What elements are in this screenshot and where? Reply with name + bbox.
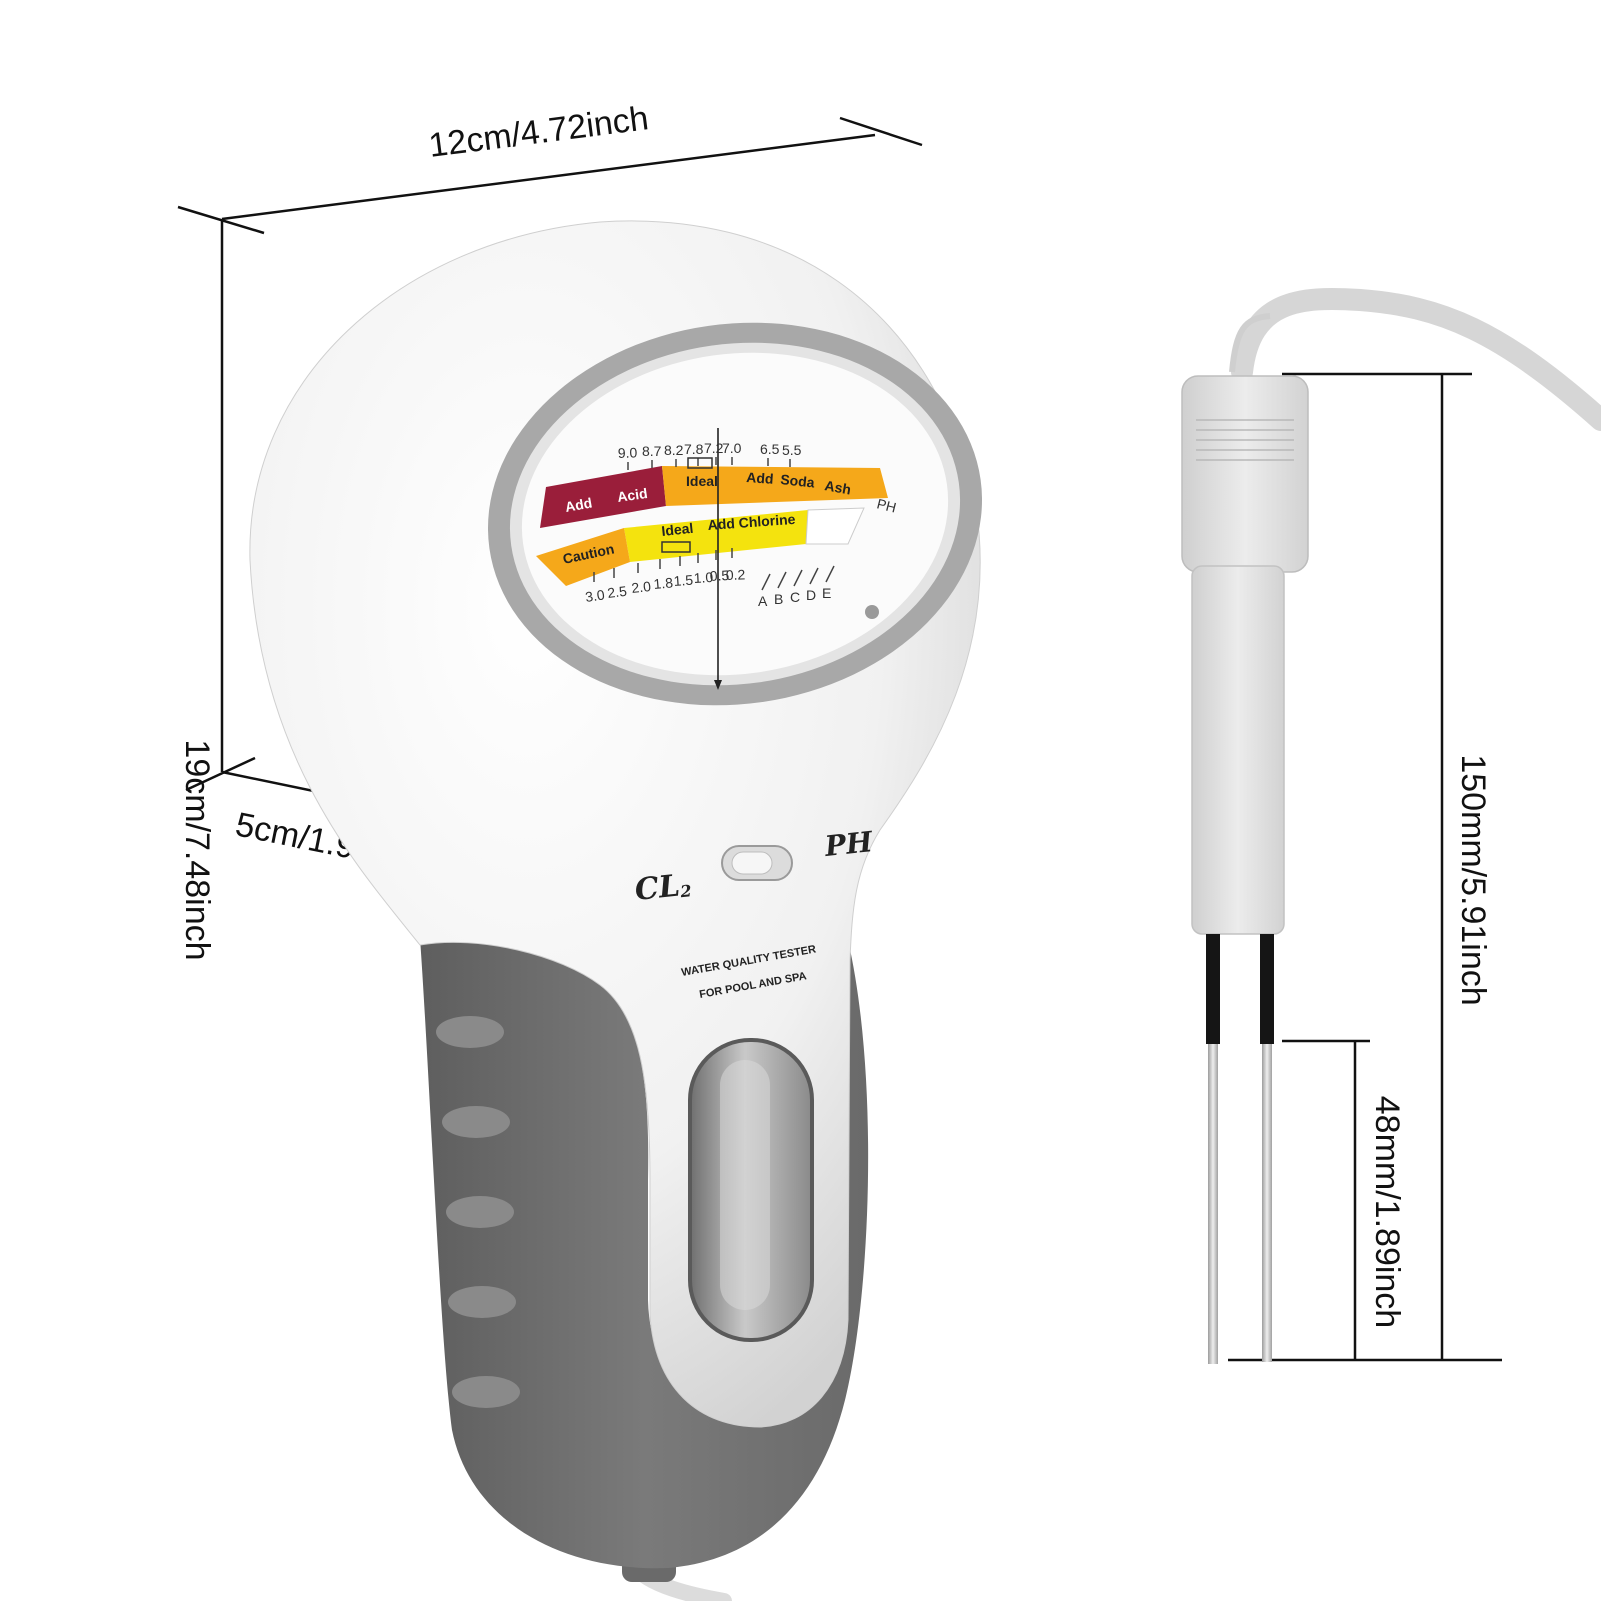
probe-shaft: [1191, 565, 1285, 935]
abc-letter: C: [790, 589, 800, 605]
ph-scale-number: 8.7: [642, 443, 662, 459]
grip-ridges: [436, 1016, 520, 1408]
probe: [1181, 287, 1601, 1364]
ph-mode-label: PH: [822, 825, 875, 863]
cl-scale-number: 0.5: [709, 567, 729, 584]
cl-scale-number: 1.5: [673, 572, 694, 589]
ph-band-label-add: Add: [564, 494, 594, 514]
cl-band-yellow: [624, 510, 808, 562]
abc-letter: D: [806, 587, 816, 603]
abc-letter: E: [822, 585, 831, 601]
ph-scale-number: 8.2: [664, 442, 684, 458]
width-dimension-line: [221, 133, 876, 221]
cl-scale-numbers: 3.0 2.5 2.0 1.8 1.5 1.0 0.5 0.2: [584, 566, 746, 605]
probe-pin-insulation-left: [1206, 934, 1220, 1044]
probe-length-label: 150mm/5.91inch: [1454, 754, 1492, 1005]
cl-band-label-ideal: Ideal: [661, 520, 694, 539]
cl2-mode-label-main: CL: [633, 868, 681, 908]
cl-scale-number: 1.0: [693, 569, 713, 586]
cl-band-white-tail: [805, 507, 865, 545]
ph-scale-ticks: [627, 457, 791, 470]
cl-scale-number: 1.8: [653, 574, 674, 592]
ph-scale-number: 9.0: [618, 444, 638, 461]
depth-tick-left: [185, 756, 256, 792]
grip-ridge: [436, 1016, 504, 1048]
probe-pin-left: [1208, 1044, 1218, 1364]
probe-head-ridges: [1196, 419, 1294, 461]
ph-band-label-acid: Acid: [616, 485, 648, 505]
pin-length-label: 48mm/1.89inch: [1368, 1096, 1406, 1328]
width-tick-right: [839, 116, 923, 147]
ph-scale-number: 7.2: [704, 440, 724, 456]
abc-letter: A: [758, 593, 768, 609]
dial-adjust-screw: [865, 605, 879, 619]
ph-band-acid: [540, 466, 666, 528]
ph-band-label: PH: [875, 495, 898, 515]
abc-letter: B: [774, 591, 783, 607]
cl2-mode-label: CL2: [633, 867, 692, 908]
cl-scale-number: 0.2: [726, 566, 746, 583]
abc-marks: [761, 565, 835, 591]
ph-scale-numbers: 9.0 8.7 8.2 7.8 7.2 7.0 6.5 5.5: [618, 440, 802, 461]
probe-pin-insulation-right: [1260, 934, 1274, 1044]
ph-scale-number: 5.5: [782, 442, 802, 458]
width-dimension-label: 12cm/4.72inch: [427, 99, 651, 165]
dial-face: [521, 352, 949, 676]
ph-band-label-soda: Soda: [780, 471, 816, 491]
ph-scale-number: 7.8: [684, 441, 704, 457]
grip-ridge: [448, 1286, 516, 1318]
probe-cable-wires: [1229, 313, 1271, 373]
cl-ideal-bracket: [661, 541, 691, 553]
dial-needle-tip: [714, 680, 722, 690]
gray-grip: [420, 936, 869, 1569]
ph-ideal-bracket: [687, 457, 713, 469]
cl-scale-number: 2.5: [606, 583, 627, 601]
cl2-mode-label-subscript: 2: [678, 881, 692, 901]
mode-switch-knob[interactable]: [731, 851, 773, 875]
grip-ridge: [446, 1196, 514, 1228]
cl-scale-number: 2.0: [631, 578, 652, 596]
sample-window-inner: [720, 1060, 770, 1310]
grip-ridge: [442, 1106, 510, 1138]
ph-band-label-ideal: Ideal: [686, 473, 718, 489]
ph-band-label-add2: Add: [746, 469, 774, 487]
cl-band-orange: [536, 528, 630, 586]
cl-scale-number: 3.0: [584, 586, 606, 605]
probe-pin-right: [1262, 1044, 1272, 1362]
water-quality-tester: 9.0 8.7 8.2 7.8 7.2 7.0 6.5 5.5 Add Acid…: [249, 220, 983, 1569]
cl-band-label-add-chlorine: Add Chlorine: [707, 511, 796, 533]
ph-scale-number: 6.5: [760, 441, 780, 457]
probe-head: [1181, 375, 1309, 573]
grip-ridge: [452, 1376, 520, 1408]
abc-letters: A B C D E: [758, 585, 831, 609]
cl-scale-ticks: [593, 548, 733, 582]
ph-band-label-ash: Ash: [823, 477, 852, 497]
height-dimension-label: 19cm/7.48inch: [178, 739, 216, 960]
ph-scale-number: 7.0: [722, 440, 742, 456]
